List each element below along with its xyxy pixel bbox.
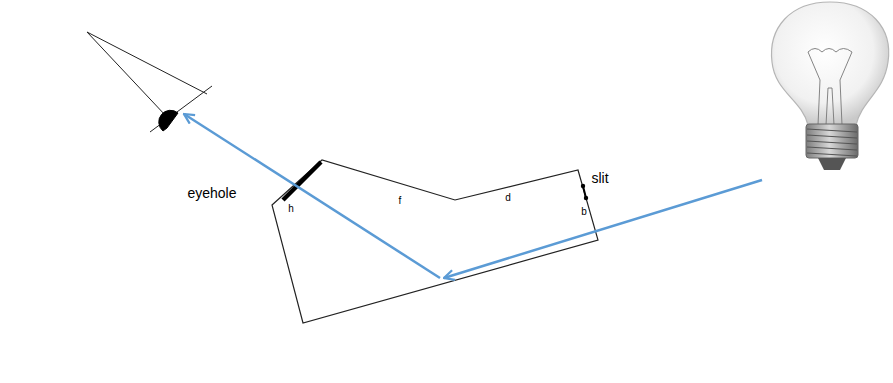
part-label: slit — [591, 171, 608, 185]
side-letter: b — [581, 207, 587, 217]
lightbulb — [772, 2, 889, 170]
light-ray — [184, 114, 762, 278]
slit-dot — [584, 196, 588, 200]
side-letter: d — [505, 193, 511, 203]
side-letter: h — [288, 204, 294, 214]
side-letter: f — [399, 196, 402, 206]
box-outline — [272, 160, 598, 323]
part-label: eyehole — [187, 186, 236, 200]
eye-figure — [87, 32, 212, 132]
slit-dot — [581, 184, 585, 188]
